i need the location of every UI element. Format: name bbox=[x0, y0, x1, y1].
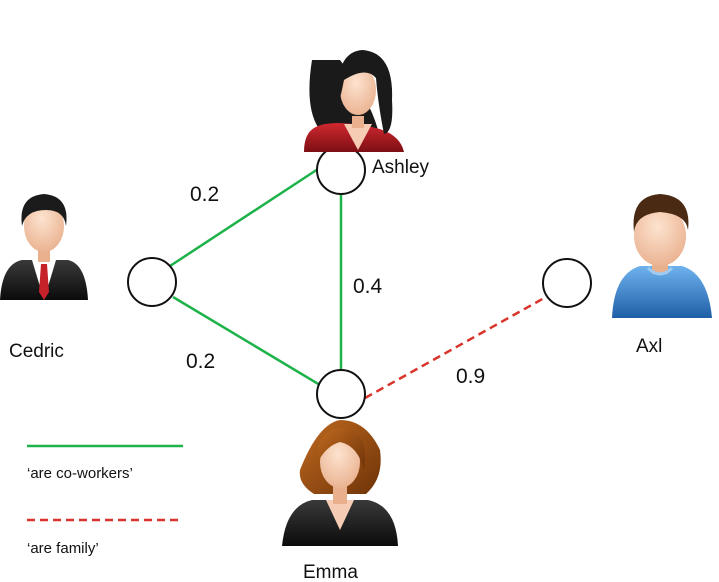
edge-cedric-ashley bbox=[169, 167, 319, 268]
name-label-cedric: Cedric bbox=[9, 341, 64, 362]
node-emma bbox=[316, 369, 366, 419]
name-label-axl: Axl bbox=[636, 336, 662, 357]
edge-weight-cedric-emma: 0.2 bbox=[186, 350, 215, 373]
name-label-emma: Emma bbox=[303, 562, 358, 582]
legend: ‘are co-workers’ ‘are family’ bbox=[27, 444, 183, 557]
node-cedric bbox=[127, 257, 177, 307]
edge-weight-emma-axl: 0.9 bbox=[456, 365, 485, 388]
name-label-ashley: Ashley bbox=[372, 157, 430, 178]
man-suit-red-tie-icon bbox=[0, 194, 88, 300]
node-ashley bbox=[316, 145, 366, 195]
edge-weight-cedric-ashley: 0.2 bbox=[190, 183, 219, 206]
edge-weight-ashley-emma: 0.4 bbox=[353, 275, 383, 298]
node-axl bbox=[542, 258, 592, 308]
woman-auburn-hair-black-blazer-icon bbox=[282, 420, 398, 546]
legend-family-label: ‘are family’ bbox=[27, 540, 99, 557]
woman-dark-hair-red-blazer-icon bbox=[304, 50, 404, 152]
edge-emma-axl bbox=[364, 295, 547, 400]
boy-blue-shirt-icon bbox=[612, 194, 712, 318]
legend-coworkers-label: ‘are co-workers’ bbox=[27, 465, 133, 482]
edge-cedric-emma bbox=[172, 295, 321, 387]
